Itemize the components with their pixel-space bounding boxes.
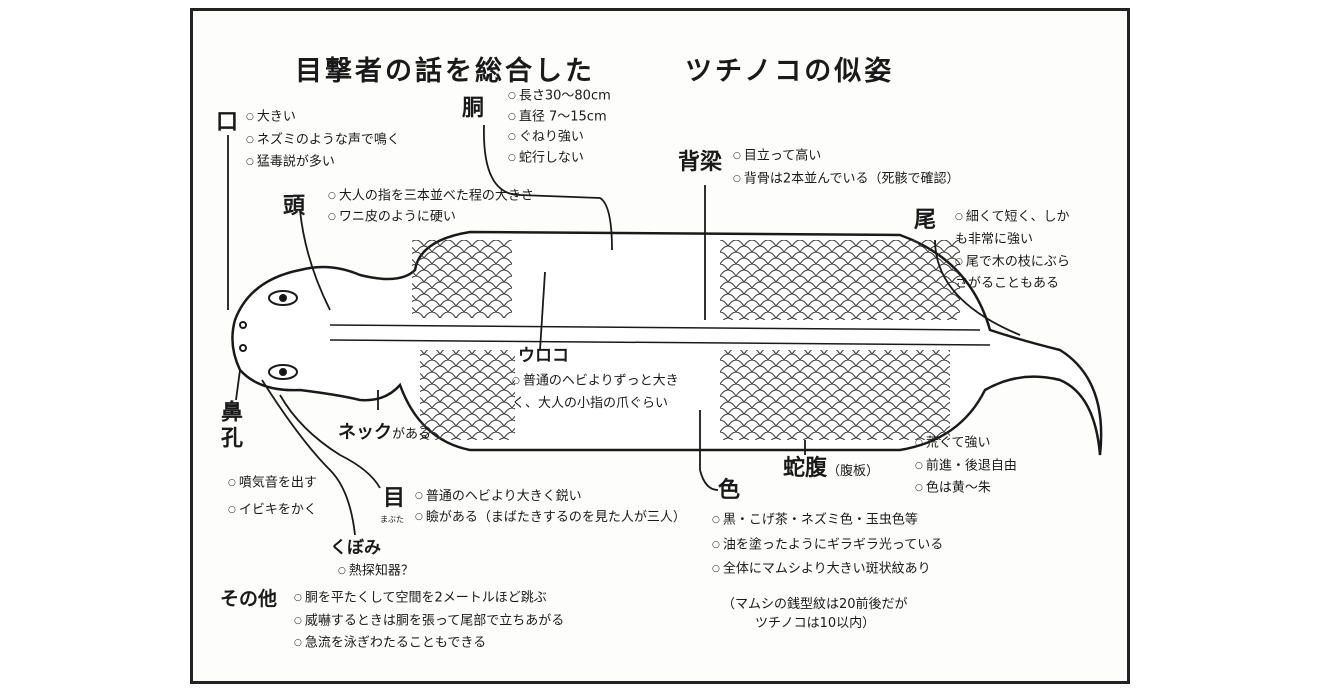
head-item: ワニ皮のように硬い	[328, 207, 534, 228]
nostril-item: イビキをかく	[228, 497, 317, 524]
body-item: ぐねり強い	[508, 127, 611, 148]
belly-item: 前進・後退自由	[915, 455, 1017, 478]
spine-list: 目立って高い 背骨は2本並んでいる（死骸で確認）	[733, 145, 960, 191]
belly-label: 蛇腹	[783, 456, 828, 481]
eye-label: 目	[383, 486, 406, 511]
belly-item: 色は黄〜朱	[915, 477, 1017, 500]
nostril-label: 鼻孔	[217, 400, 242, 452]
mouth-item: ネズミのような声で鳴く	[246, 129, 400, 152]
belly-annotation: 蛇腹（腹板）	[783, 458, 879, 480]
neck-suffix: がある	[392, 427, 432, 442]
scales-back-top	[720, 240, 960, 320]
body-item: 長さ30〜80cm	[508, 86, 611, 107]
head-list: 大人の指を三本並べた程の大きさ ワニ皮のように硬い	[328, 186, 534, 227]
mouth-item: 大きい	[246, 106, 400, 129]
color-item: 全体にマムシより大きい斑状紋あり	[712, 557, 943, 582]
eye-item: 瞼がある（まばたきするのを見た人が三人）	[415, 507, 705, 528]
other-item: 胴を平たくして空間を2メートルほど跳ぶ	[294, 587, 564, 610]
other-label: その他	[220, 588, 278, 610]
head-label: 頭	[283, 194, 306, 219]
scales-back-bottom	[720, 350, 950, 440]
other-list: 胴を平たくして空間を2メートルほど跳ぶ 威嚇するときは胴を張って尾部で立ちあがる…	[294, 587, 564, 655]
color-note-1: （マムシの銭型紋は20前後だが	[722, 597, 908, 612]
tail-item: 細くて短く、しかも非常に強い	[955, 206, 1075, 251]
color-list: 黒・こげ茶・ネズミ色・玉虫色等 油を塗ったようにギラギラ光っている 全体にマムシ…	[712, 508, 943, 582]
mouth-item: 猛毒説が多い	[246, 151, 400, 174]
belly-list: 荒くて強い 前進・後退自由 色は黄〜朱	[915, 432, 1017, 500]
color-label: 色	[718, 478, 741, 503]
belly-sub: （腹板）	[827, 464, 880, 479]
mouth-label: 口	[216, 110, 239, 135]
tail-label: 尾	[914, 208, 937, 233]
body-item: 直径 7〜15cm	[508, 107, 611, 128]
eyes	[239, 290, 298, 380]
eye-item: 普通のヘビより大きく鋭い	[415, 486, 705, 507]
mouth-list: 大きい ネズミのような声で鳴く 猛毒説が多い	[246, 106, 400, 174]
other-item: 急流を泳ぎわたることもできる	[294, 632, 564, 655]
nostril-list: 噴気音を出す イビキをかく	[228, 470, 317, 523]
color-note-2: ツチノコは10以内）	[755, 616, 876, 631]
spine-item: 背骨は2本並んでいる（死骸で確認）	[733, 168, 960, 191]
spine-lines	[329, 324, 991, 346]
eye-list: 普通のヘビより大きく鋭い 瞼がある（まばたきするのを見た人が三人）	[415, 486, 705, 528]
title-part2: ツチノコの似姿	[685, 56, 895, 87]
scales-front-top	[412, 240, 512, 318]
spine-item: 目立って高い	[733, 145, 959, 168]
scales-list: 普通のヘビよりずっと大きく、大人の小指の爪ぐらい	[512, 370, 682, 415]
scales-label: ウロコ	[518, 346, 569, 366]
pit-item: 熱探知器？	[338, 560, 414, 583]
tail-list: 細くて短く、しかも非常に強い 尾で木の枝にぶらさがることもある	[955, 206, 1075, 295]
head-item: 大人の指を三本並べた程の大きさ	[328, 186, 534, 207]
pit-list: 熱探知器？	[338, 560, 414, 583]
body-item: 蛇行しない	[508, 148, 611, 169]
color-item: 黒・こげ茶・ネズミ色・玉虫色等	[712, 508, 943, 533]
color-item: 油を塗ったようにギラギラ光っている	[712, 533, 943, 558]
pit-label: くぼみ	[330, 538, 381, 558]
other-item: 威嚇するときは胴を張って尾部で立ちあがる	[294, 610, 564, 633]
neck-annotation: ネックがある	[338, 424, 431, 442]
eyelid-ruby: まぶた	[380, 515, 404, 524]
title-part1: 目撃者の話を総合した	[295, 56, 595, 87]
tail-item: 尾で木の枝にぶらさがることもある	[955, 251, 1075, 296]
scales-item: 普通のヘビよりずっと大きく、大人の小指の爪ぐらい	[512, 370, 682, 415]
belly-item: 荒くて強い	[915, 432, 1017, 455]
spine-label: 背梁	[678, 150, 723, 175]
body-label: 胴	[462, 96, 485, 121]
scales-front-bottom	[420, 350, 515, 440]
body-list: 長さ30〜80cm 直径 7〜15cm ぐねり強い 蛇行しない	[508, 86, 611, 168]
neck-label: ネック	[338, 422, 392, 443]
nostril-item: 噴気音を出す	[228, 470, 317, 497]
